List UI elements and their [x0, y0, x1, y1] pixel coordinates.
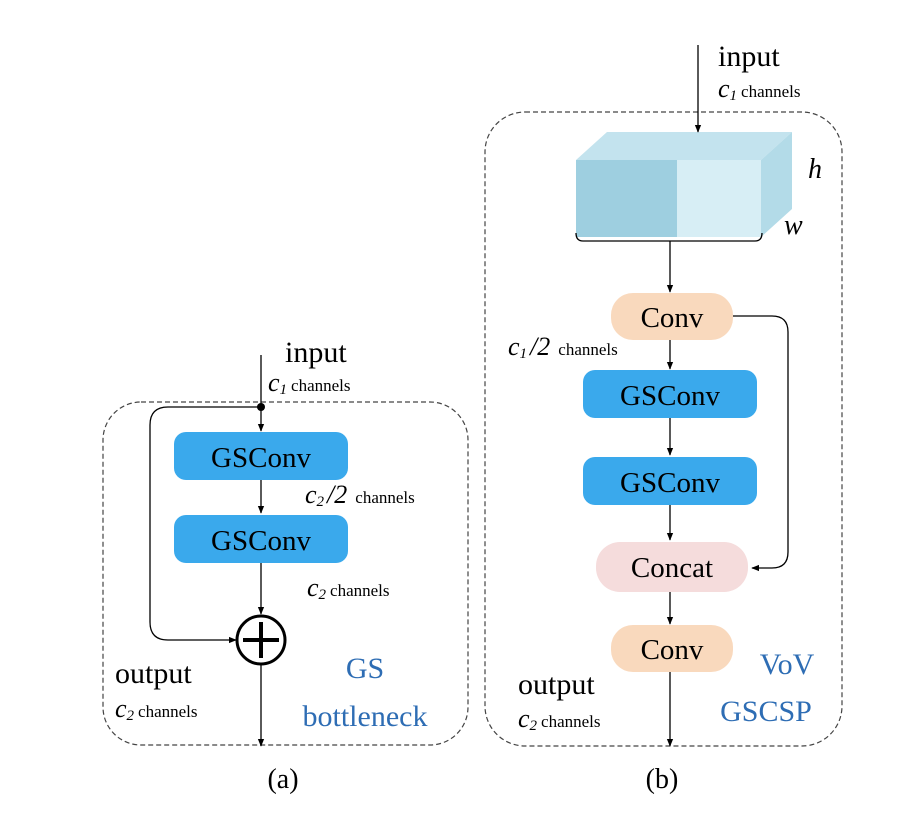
panel-b-conv-2-label: Conv: [641, 634, 704, 666]
panel-a-output-label: output: [115, 657, 192, 690]
panel-b-dim-w: w: [784, 210, 803, 241]
panel-b-title-line1: VoV: [760, 648, 815, 681]
panel-b-gsconv-2: [583, 457, 757, 505]
panel-b-title-line2: GSCSP: [720, 695, 812, 728]
panel-b-concat-label: Concat: [631, 552, 713, 584]
panel-a-title-line1: GS: [346, 652, 384, 685]
panel-a-skip-edge: [149, 406, 261, 644]
panel-a-frame: [102, 401, 469, 746]
panel-b-bypass-edge: [733, 315, 789, 572]
panel-b-concat: [596, 542, 748, 592]
panel-a-gsconv-2-label: GSConv: [211, 525, 311, 557]
panel-b-caption: (b): [646, 764, 679, 795]
panel-a-gsconv-1: [174, 432, 348, 480]
panel-b-conv-1-label: Conv: [641, 302, 704, 334]
panel-b-output-label: output: [518, 668, 595, 701]
panel-b-conv-2: [611, 625, 733, 672]
panel-a-input-label: input: [285, 336, 347, 369]
panel-b-frame: [484, 111, 843, 747]
panel-a-gsconv-2: [174, 515, 348, 563]
panel-b-input-label: input: [718, 40, 780, 73]
panel-b-gsconv-2-label: GSConv: [620, 467, 720, 499]
feature-map-cube: [576, 132, 792, 237]
panel-b-gsconv-1-label: GSConv: [620, 380, 720, 412]
panel-b-dim-h: h: [808, 154, 822, 185]
panel-b-gsconv-1: [583, 370, 757, 418]
panel-b-width-brace: [575, 232, 763, 242]
circled-plus-icon: [235, 614, 287, 666]
panel-a-title-line2: bottleneck: [303, 700, 428, 733]
panel-a-gsconv-1-label: GSConv: [211, 442, 311, 474]
panel-a-caption: (a): [267, 764, 298, 795]
panel-b-conv-1: [611, 293, 733, 340]
